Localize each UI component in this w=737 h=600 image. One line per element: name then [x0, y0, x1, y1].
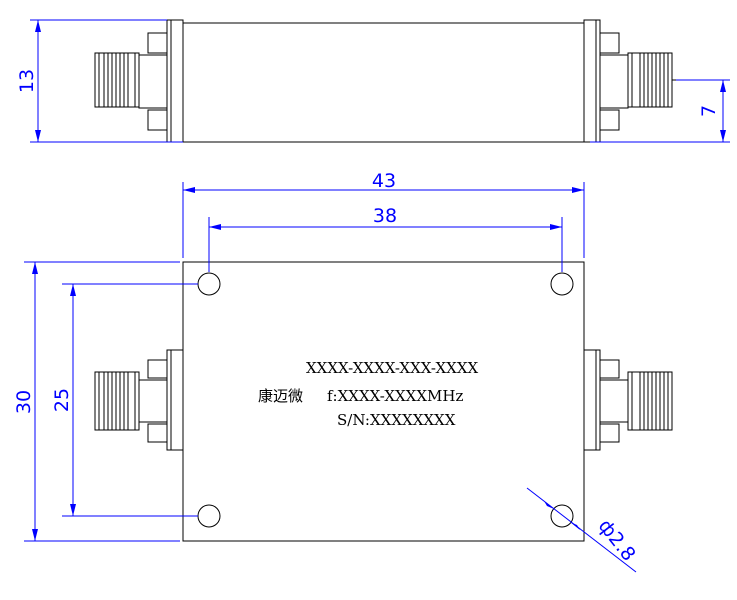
side-view: 13 7: [16, 19, 730, 143]
mounting-hole: [550, 272, 574, 296]
part-number: XXXX-XXXX-XXX-XXXX: [306, 359, 478, 377]
dim-hole-spacing-x: 38: [208, 205, 563, 272]
dim-hole-spacing-x-text: 38: [373, 205, 397, 227]
serial-number: S/N:XXXXXXXX: [337, 411, 456, 429]
frequency-range: f:XXXX-XXXXMHz: [327, 387, 463, 405]
side-body: [182, 22, 585, 143]
mounting-hole: [197, 272, 221, 296]
mounting-hole: [197, 504, 221, 528]
brand-name: 康迈微: [258, 387, 303, 405]
mounting-hole: [550, 504, 574, 528]
right-connector: [599, 32, 676, 131]
dim-length: 43: [182, 170, 585, 258]
dim-hole-spacing-y-text: 25: [51, 388, 73, 412]
dim-port-offset-text: 7: [698, 105, 720, 117]
dim-port-offset: 7: [590, 79, 730, 143]
dim-hole-diameter-text: ф2.8: [594, 515, 640, 565]
top-view: XXXX-XXXX-XXX-XXXX 康迈微 f:XXXX-XXXXMHz S/…: [13, 170, 673, 573]
dim-length-text: 43: [372, 170, 396, 192]
dim-width-text: 30: [13, 390, 35, 414]
left-connector-top: [94, 349, 184, 451]
right-connector-top: [583, 349, 673, 451]
dim-hole-diameter: ф2.8: [526, 487, 640, 573]
dim-height: 13: [16, 19, 183, 143]
dim-height-text: 13: [16, 69, 38, 93]
left-flange: [166, 19, 184, 143]
left-connector: [94, 32, 168, 131]
right-flange: [583, 19, 601, 143]
dim-width: 30: [13, 261, 180, 542]
dim-hole-spacing-y: 25: [51, 283, 198, 517]
